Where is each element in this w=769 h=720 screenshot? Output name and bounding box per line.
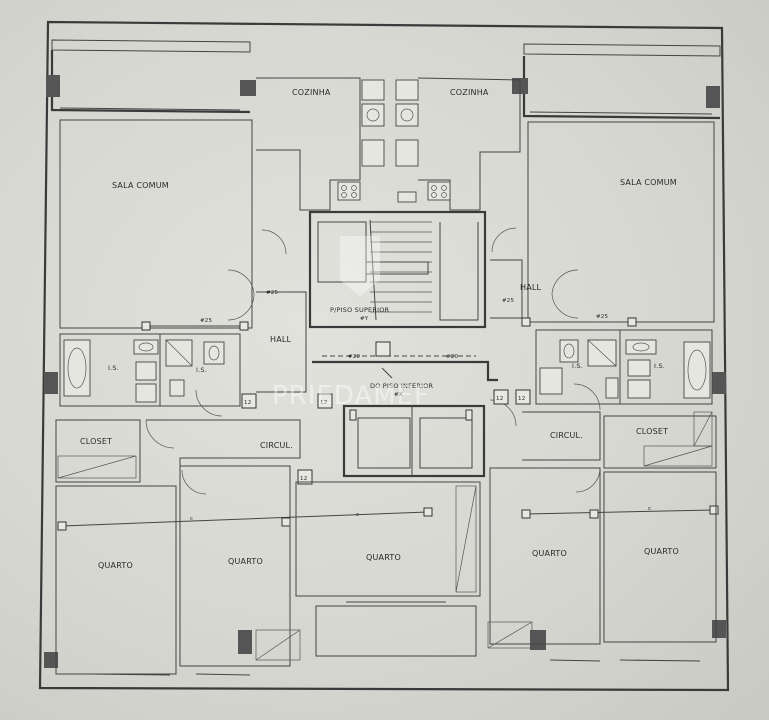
marker-12-b: 12 <box>320 400 327 406</box>
marker-25-c: #25 <box>200 318 213 324</box>
living-right-label: SALA COMUM <box>620 178 677 187</box>
stairs-down-label: DO PISO INFERIOR <box>370 382 434 390</box>
marker-12-d: 12 <box>518 396 525 402</box>
marker-c-a: c <box>190 516 193 522</box>
marker-25-a: #25 <box>266 290 279 296</box>
closet-right-label: CLOSET <box>636 427 668 436</box>
bath-right-b-label: I.S. <box>654 362 665 370</box>
closet-right: CLOSET <box>603 411 717 469</box>
bath-left-b-label: I.S. <box>196 366 207 374</box>
stairs-up-code: #Y <box>360 316 369 322</box>
marker-c-c: c <box>648 506 651 512</box>
closet-left: CLOSET <box>55 419 141 483</box>
living-room-right: SALA COMUM <box>527 121 715 323</box>
watermark-text: PRIEDAMEF <box>272 381 430 411</box>
bedroom-2-label: QUARTO <box>228 557 263 566</box>
hall-left: HALL #25 <box>227 229 307 393</box>
duct-markers: 12 12 12 12 12 <box>241 389 531 485</box>
bedroom-4: QUARTO <box>487 467 601 649</box>
living-left-label: SALA COMUM <box>112 181 169 190</box>
bedroom-1-label: QUARTO <box>98 561 133 570</box>
marker-12-c: 12 <box>496 396 503 402</box>
marker-c-b: c <box>356 512 359 518</box>
landing: DO PISO INFERIOR #X #20 #20 <box>312 341 498 398</box>
bottom-windows <box>89 659 701 676</box>
watermark: PRIEDAMEF <box>272 236 430 411</box>
marker-12-e: 12 <box>300 476 307 482</box>
kitchen-left: COZINHA <box>256 77 385 211</box>
bedroom-4-label: QUARTO <box>532 549 567 558</box>
marker-20-b: #20 <box>446 354 459 360</box>
marker-12-a: 12 <box>244 400 251 406</box>
structural-columns <box>44 75 726 668</box>
bath-right-a-label: I.S. <box>572 362 583 370</box>
circ-right-label: CIRCUL. <box>550 431 583 440</box>
living-room-left: SALA COMUM <box>59 119 253 329</box>
hall-right-label: HALL <box>520 283 542 292</box>
bedroom-2: QUARTO <box>179 465 301 667</box>
hall-left-label: HALL <box>270 335 292 344</box>
bedroom-5: QUARTO <box>603 471 717 643</box>
bedroom-3-label: QUARTO <box>366 553 401 562</box>
hall-right: HALL #25 <box>490 227 579 319</box>
kitchen-right: COZINHA <box>395 77 521 211</box>
marker-25-b: #25 <box>502 298 515 304</box>
marker-25-d: #25 <box>596 314 609 320</box>
bathrooms-right: I.S. I.S. #25 <box>521 314 713 405</box>
stairs-up-label: P/PISO SUPERIOR <box>330 306 390 314</box>
bedroom-1: QUARTO <box>55 485 177 675</box>
bedroom-5-label: QUARTO <box>644 547 679 556</box>
outer-walls <box>38 20 730 692</box>
marker-20-a: #20 <box>348 354 361 360</box>
bath-left-a-label: I.S. <box>108 364 119 372</box>
kitchen-left-label: COZINHA <box>292 88 331 97</box>
bedroom-3: QUARTO <box>295 481 481 657</box>
kitchen-right-label: COZINHA <box>450 88 489 97</box>
bathrooms-left: I.S. I.S. #25 <box>59 318 249 407</box>
wiring-line: c c c <box>57 505 719 531</box>
stair-core: P/PISO SUPERIOR #Y <box>308 210 487 329</box>
closet-left-label: CLOSET <box>80 437 112 446</box>
watermark-logo-icon <box>340 236 380 296</box>
elevators <box>342 404 486 478</box>
circ-left-label: CIRCUL. <box>260 441 293 450</box>
stairs-down-code: #X <box>394 392 403 398</box>
